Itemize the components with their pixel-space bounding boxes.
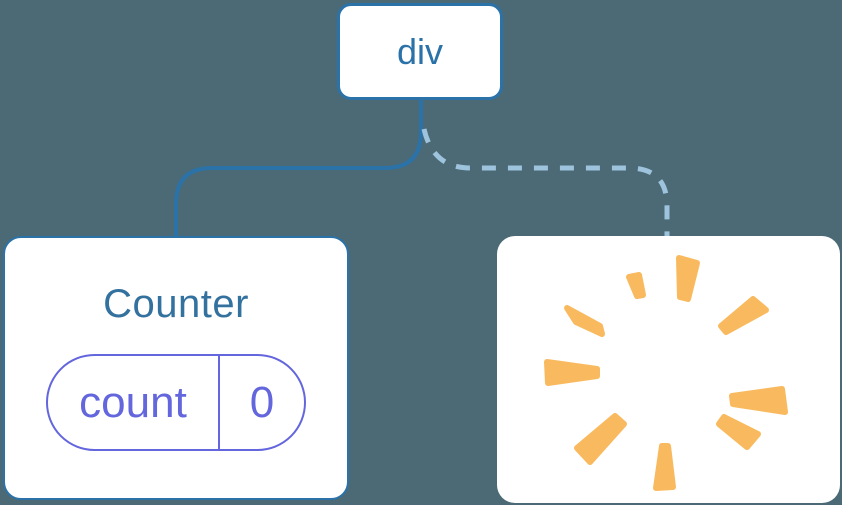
state-pill: count 0	[46, 354, 306, 451]
counter-title: Counter	[103, 282, 249, 326]
poof-starburst-icon	[544, 255, 788, 491]
state-pill-key: count	[48, 356, 220, 449]
node-removed	[497, 236, 840, 503]
node-div-label: div	[396, 30, 444, 72]
node-counter: Counter count 0	[3, 236, 349, 500]
edge-div-to-counter	[174, 100, 423, 240]
edge-div-to-removed	[421, 128, 670, 240]
node-div: div	[337, 3, 503, 100]
state-pill-value: 0	[249, 377, 275, 427]
